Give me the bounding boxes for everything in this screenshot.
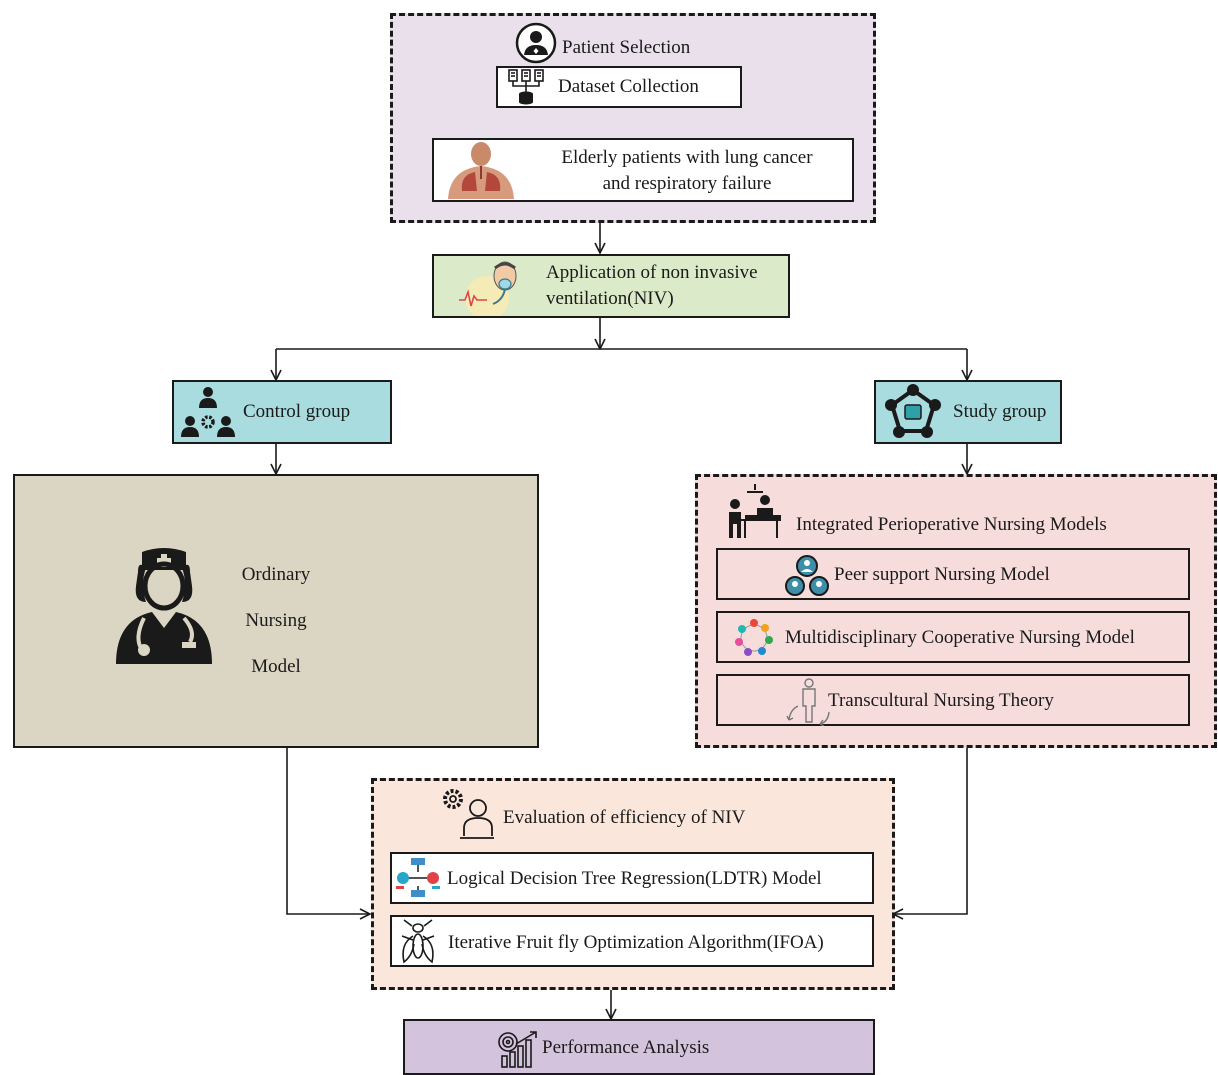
transcultural-box (716, 674, 1190, 726)
fruit-fly-icon (398, 918, 438, 964)
arrow-perioperative-to-evaluation (893, 748, 968, 914)
patient-icon (515, 22, 557, 64)
elderly-patients-line2: and respiratory failure (602, 173, 772, 194)
patient-selection-title: Patient Selection (562, 37, 691, 58)
nurse-icon (112, 546, 216, 666)
perioperative-title: Integrated Perioperative Nursing Models (796, 514, 1107, 535)
multidisciplinary-circle-icon (734, 618, 774, 658)
ordinary-line3: Model (251, 656, 301, 677)
evaluation-title: Evaluation of efficiency of NIV (503, 807, 746, 828)
dataset-collection-box (496, 66, 742, 108)
niv-line2: ventilation(NIV) (546, 288, 674, 309)
ldtr-box (390, 852, 874, 904)
study-group-label: Study group (953, 401, 1047, 422)
ordinary-nursing-label: Ordinary Nursing Model (226, 552, 326, 690)
transcultural-label: Transcultural Nursing Theory (828, 690, 1054, 711)
ifoa-label: Iterative Fruit fly Optimization Algorit… (448, 932, 824, 953)
team-network-icon (884, 383, 942, 441)
elderly-patients-label: Elderly patients with lung cancer and re… (520, 145, 854, 197)
lung-anatomy-icon (444, 141, 518, 199)
ordinary-nursing-box (13, 474, 539, 748)
gear-person-icon (440, 786, 494, 840)
performance-box (403, 1019, 875, 1075)
peer-support-icon (784, 554, 830, 598)
surgery-icon (725, 482, 783, 540)
elderly-patients-line1: Elderly patients with lung cancer (561, 147, 813, 168)
ventilation-mask-icon (457, 256, 537, 320)
ifoa-box (390, 915, 874, 967)
dataset-collection-label: Dataset Collection (558, 76, 699, 97)
ordinary-line2: Nursing (245, 610, 307, 631)
ordinary-line1: Ordinary (241, 564, 311, 585)
multidisciplinary-label: Multidisciplinary Cooperative Nursing Mo… (785, 627, 1135, 648)
team-gear-icon (180, 384, 236, 440)
peer-support-label: Peer support Nursing Model (834, 564, 1050, 585)
target-chart-icon (498, 1030, 538, 1068)
decision-tree-icon (396, 856, 440, 900)
database-icon (506, 68, 546, 106)
arrow-ordinary-to-evaluation (286, 748, 370, 914)
niv-line1: Application of non invasive (546, 262, 758, 283)
multidisciplinary-box (716, 611, 1190, 663)
person-rotate-icon (786, 676, 832, 727)
peer-support-box (716, 548, 1190, 600)
control-group-label: Control group (243, 401, 351, 422)
ldtr-label: Logical Decision Tree Regression(LDTR) M… (447, 868, 822, 889)
niv-label: Application of non invasive ventilation(… (546, 260, 758, 312)
performance-label: Performance Analysis (542, 1037, 710, 1058)
